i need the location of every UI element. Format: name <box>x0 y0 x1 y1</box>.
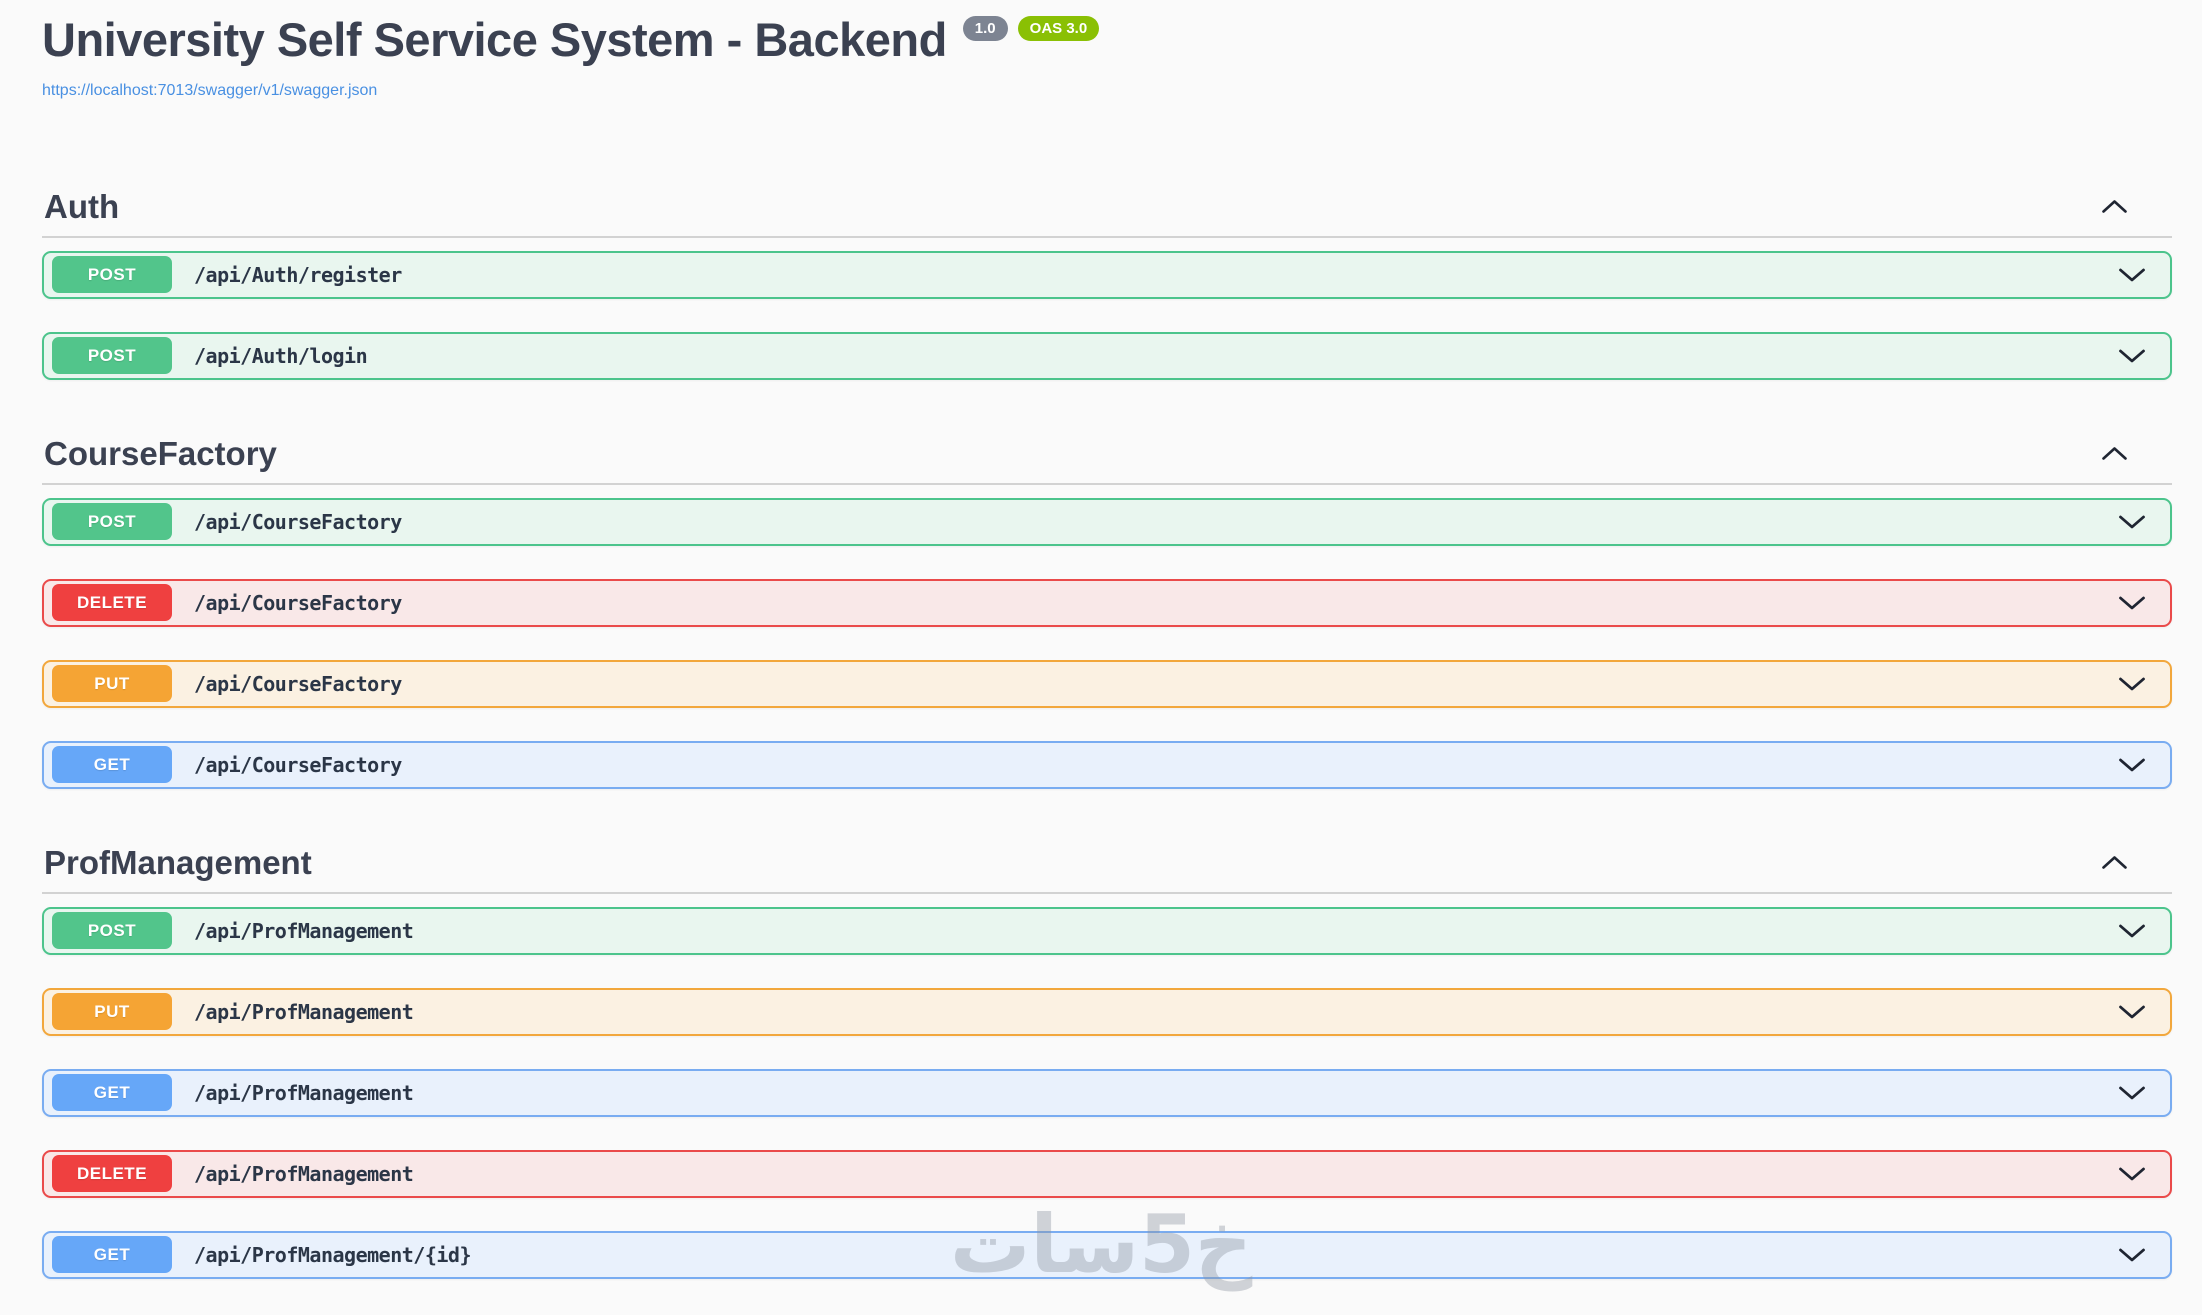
page-header: University Self Service System - Backend… <box>42 8 2172 66</box>
method-badge: GET <box>52 1236 172 1274</box>
chevron-down-icon <box>2118 514 2146 530</box>
chevron-down-icon <box>2118 757 2146 773</box>
section-auth: Auth POST /api/Auth/register POST /api/A… <box>42 188 2172 380</box>
chevron-down-icon <box>2118 1166 2146 1182</box>
operation-row[interactable]: GET /api/CourseFactory <box>42 740 2172 789</box>
title-badges: 1.0 OAS 3.0 <box>962 16 1100 41</box>
operation-row[interactable]: DELETE /api/CourseFactory <box>42 578 2172 627</box>
operation-path: /api/ProfManagement <box>194 918 414 943</box>
chevron-down-icon <box>2118 267 2146 283</box>
operation-path: /api/CourseFactory <box>194 752 402 777</box>
operation-path: /api/CourseFactory <box>194 509 402 534</box>
operation-row[interactable]: PUT /api/CourseFactory <box>42 659 2172 708</box>
chevron-down-icon <box>2118 676 2146 692</box>
section-title: Auth <box>44 187 120 225</box>
operation-path: /api/CourseFactory <box>194 590 402 615</box>
operation-path: /api/ProfManagement <box>194 999 414 1024</box>
page-title: University Self Service System - Backend <box>42 13 947 66</box>
operation-row[interactable]: POST /api/Auth/register <box>42 250 2172 299</box>
chevron-down-icon <box>2118 1004 2146 1020</box>
operation-path: /api/ProfManagement/{id} <box>194 1242 471 1267</box>
version-badge: 1.0 <box>962 16 1008 41</box>
operation-row[interactable]: PUT /api/ProfManagement <box>42 987 2172 1036</box>
operation-row[interactable]: POST /api/Auth/login <box>42 331 2172 380</box>
method-badge: POST <box>52 503 172 541</box>
section-title: ProfManagement <box>44 843 312 881</box>
operation-path: /api/ProfManagement <box>194 1080 414 1105</box>
spec-url-link[interactable]: https://localhost:7013/swagger/v1/swagge… <box>42 81 378 99</box>
swagger-page: University Self Service System - Backend… <box>42 8 2172 1279</box>
operation-row[interactable]: DELETE /api/ProfManagement <box>42 1149 2172 1198</box>
operation-row[interactable]: POST /api/CourseFactory <box>42 497 2172 546</box>
chevron-up-icon[interactable] <box>2101 855 2128 870</box>
operation-path: /api/ProfManagement <box>194 1161 414 1186</box>
operation-row[interactable]: GET /api/ProfManagement <box>42 1068 2172 1117</box>
chevron-down-icon <box>2118 348 2146 364</box>
section-header-profmanagement[interactable]: ProfManagement <box>42 844 2172 894</box>
section-profmanagement: ProfManagement POST /api/ProfManagement … <box>42 844 2172 1279</box>
chevron-down-icon <box>2118 1085 2146 1101</box>
operation-row[interactable]: GET /api/ProfManagement/{id} <box>42 1230 2172 1279</box>
method-badge: DELETE <box>52 584 172 622</box>
operation-path: /api/Auth/login <box>194 343 368 368</box>
oas-badge: OAS 3.0 <box>1017 16 1100 41</box>
section-title: CourseFactory <box>44 434 277 472</box>
method-badge: GET <box>52 746 172 784</box>
operation-row[interactable]: POST /api/ProfManagement <box>42 906 2172 955</box>
chevron-down-icon <box>2118 1247 2146 1263</box>
method-badge: POST <box>52 337 172 375</box>
operation-path: /api/Auth/register <box>194 262 402 287</box>
method-badge: PUT <box>52 993 172 1031</box>
operation-path: /api/CourseFactory <box>194 671 402 696</box>
method-badge: DELETE <box>52 1155 172 1193</box>
chevron-up-icon[interactable] <box>2101 446 2128 461</box>
section-coursefactory: CourseFactory POST /api/CourseFactory DE… <box>42 435 2172 789</box>
method-badge: GET <box>52 1074 172 1112</box>
chevron-down-icon <box>2118 923 2146 939</box>
method-badge: POST <box>52 256 172 294</box>
section-header-auth[interactable]: Auth <box>42 188 2172 238</box>
chevron-up-icon[interactable] <box>2101 199 2128 214</box>
chevron-down-icon <box>2118 595 2146 611</box>
method-badge: POST <box>52 912 172 950</box>
method-badge: PUT <box>52 665 172 703</box>
section-header-coursefactory[interactable]: CourseFactory <box>42 435 2172 485</box>
